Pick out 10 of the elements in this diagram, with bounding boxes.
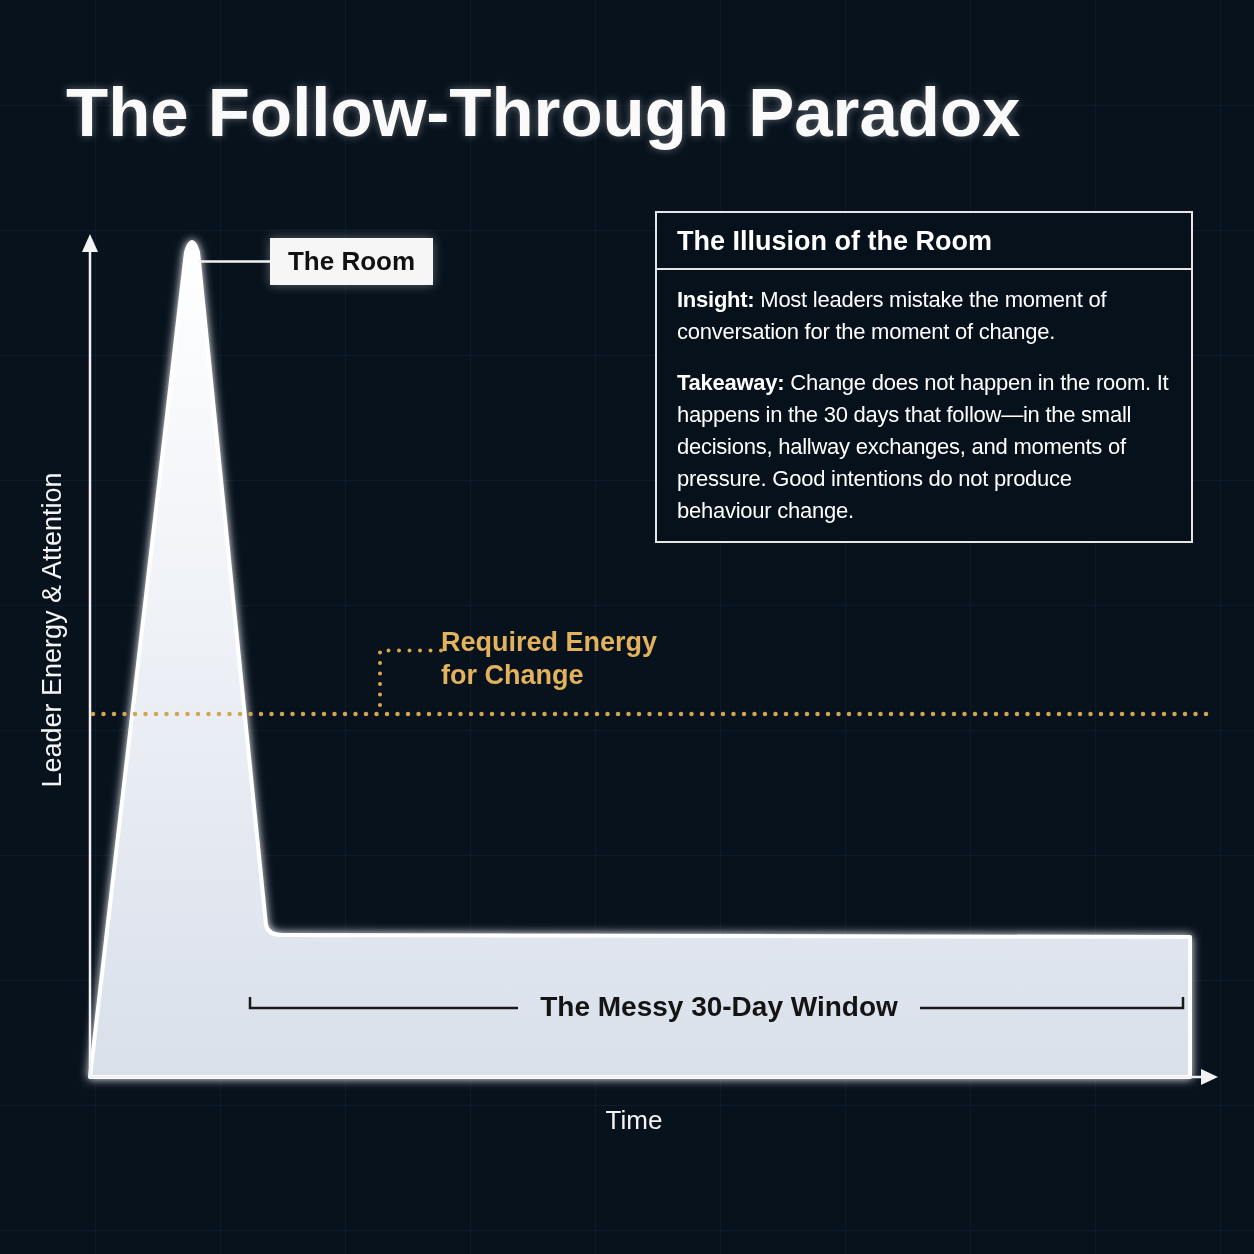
panel-heading: The Illusion of the Room <box>657 213 1191 270</box>
takeaway-paragraph: Takeaway: Change does not happen in the room. It happens in the 30 days that follow—in the small decisions, hallway exchanges, and moments of pressure. Good intentions do not produce behaviour change. <box>677 369 1170 525</box>
insight-paragraph: Insight: Most leaders mistake the moment of conversation for the moment of change. <box>677 286 1108 346</box>
callout-label: The Room <box>270 238 433 285</box>
bracket-label: The Messy 30-Day Window <box>540 991 898 1023</box>
axis-title: Time <box>605 1104 663 1136</box>
axis-title: Leader Energy & Attention <box>36 472 68 788</box>
threshold-label: Required Energy for Change <box>441 626 676 692</box>
info-panel <box>655 211 1193 543</box>
leader-line <box>197 260 270 264</box>
